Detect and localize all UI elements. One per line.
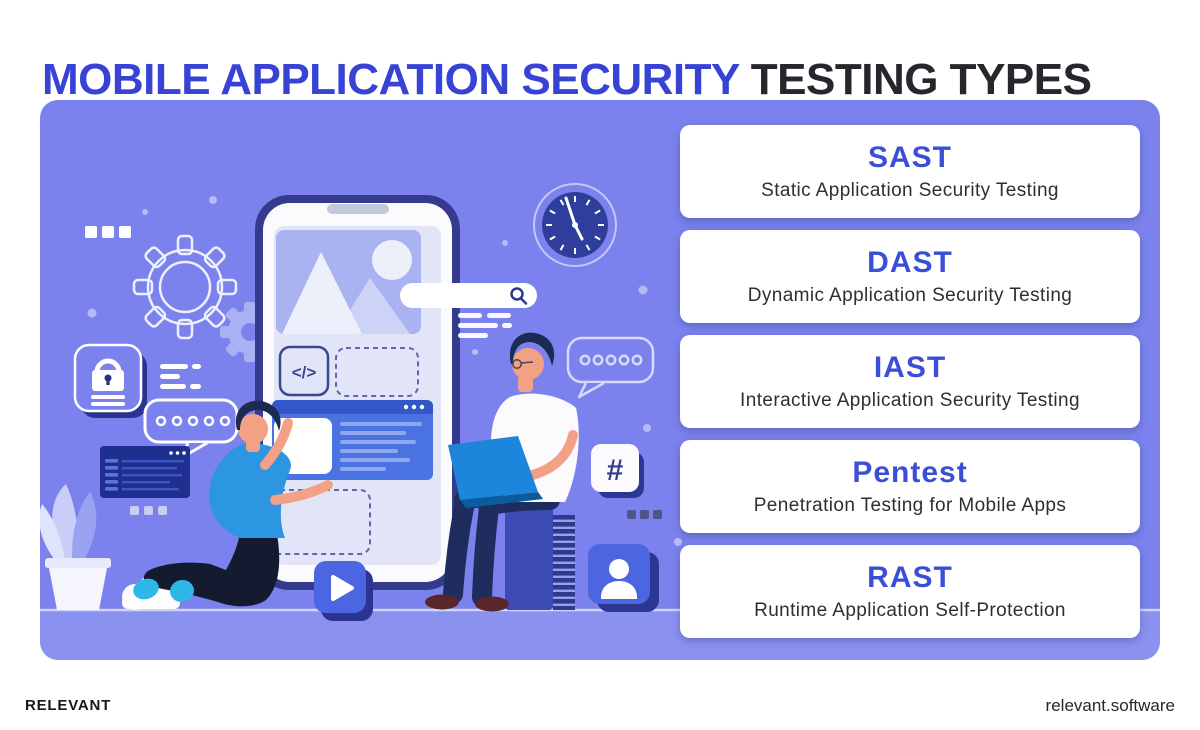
card-rast-full: Runtime Application Self-Protection <box>754 600 1066 621</box>
card-dast-abbr: DAST <box>867 246 953 279</box>
coin-stack <box>553 515 575 610</box>
card-pentest-full: Penetration Testing for Mobile Apps <box>753 495 1067 516</box>
dots-grid-small-icon <box>130 506 167 515</box>
terminal-window <box>100 446 190 498</box>
search-icon <box>510 287 528 305</box>
chat-bubble-outline-icon <box>566 336 655 399</box>
shoe <box>170 579 194 603</box>
code-tile: </> <box>278 345 330 397</box>
shoe <box>475 596 509 612</box>
dots-grid-muted-icon <box>627 510 662 519</box>
developer-kneeling <box>133 400 333 607</box>
smartphone: </> <box>255 195 460 590</box>
card-dast: DAST Dynamic Application Security Testin… <box>680 230 1140 323</box>
lock-icon <box>73 343 147 418</box>
brand-logo: RELEVANT <box>25 697 112 714</box>
card-pentest: Pentest Penetration Testing for Mobile A… <box>680 440 1140 533</box>
play-tile <box>314 561 373 621</box>
gear-icon <box>132 234 238 340</box>
card-iast: IAST Interactive Application Security Te… <box>680 335 1140 428</box>
developer-sitting-laptop <box>425 332 579 612</box>
card-dast-full: Dynamic Application Security Testing <box>747 285 1073 306</box>
search-bar <box>400 283 537 308</box>
play-icon <box>331 575 354 601</box>
image-placeholder <box>276 230 421 334</box>
illustration: </> <box>40 183 1160 660</box>
phone-notch <box>327 204 389 214</box>
card-rast-abbr: RAST <box>867 561 953 594</box>
text-lines-icon <box>458 313 512 338</box>
dots-grid-icon <box>85 226 131 238</box>
user-tile <box>588 544 659 612</box>
plant <box>40 484 111 610</box>
code-icon: </> <box>292 363 317 382</box>
card-sast: SAST Static Application Security Testing <box>680 125 1140 218</box>
hashtag-icon: # <box>607 454 624 487</box>
card-iast-abbr: IAST <box>873 351 947 384</box>
website-link[interactable]: relevant.software <box>1045 696 1175 715</box>
hashtag-tile: # <box>591 444 644 498</box>
card-pentest-abbr: Pentest <box>852 456 968 489</box>
clock-icon <box>533 183 617 267</box>
card-sast-abbr: SAST <box>867 141 952 174</box>
shoe <box>133 578 159 600</box>
page-title-highlight: MOBILE APPLICATION SECURITY <box>42 55 740 105</box>
stool <box>505 493 553 610</box>
list-lines-icon <box>160 364 201 389</box>
user-icon <box>609 559 629 579</box>
browser-window <box>272 400 433 480</box>
card-sast-full: Static Application Security Testing <box>761 180 1059 201</box>
infographic-panel: </> <box>40 100 1160 660</box>
shoe <box>425 594 459 610</box>
card-iast-full: Interactive Application Security Testing <box>740 390 1080 411</box>
page-title: MOBILE APPLICATION SECURITY TESTING TYPE… <box>42 55 1172 105</box>
card-rast: RAST Runtime Application Self-Protection <box>680 545 1140 638</box>
glasses-icon <box>512 359 522 369</box>
laptop <box>448 436 543 508</box>
testing-type-cards: SAST Static Application Security Testing… <box>680 125 1140 638</box>
dashed-placeholder-top <box>335 347 419 397</box>
page-title-rest: TESTING TYPES <box>739 55 1092 105</box>
